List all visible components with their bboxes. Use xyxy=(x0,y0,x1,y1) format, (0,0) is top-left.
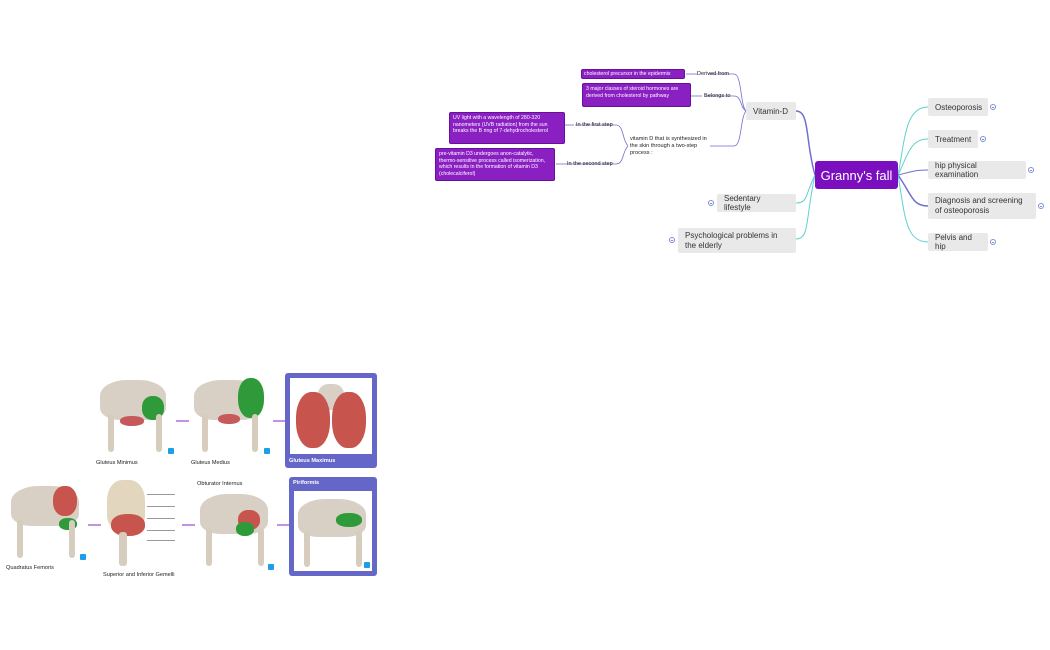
muscle-highlight xyxy=(236,522,254,536)
topic-pelvis-hip[interactable]: Pelvis and hip xyxy=(928,233,988,251)
expand-hip-exam-icon[interactable] xyxy=(1028,167,1034,173)
gluteus-maximus-image xyxy=(290,378,372,454)
caption-gemelli: Superior and Inferior Gemelli xyxy=(103,572,175,578)
card-title-piriformis: Piriformis xyxy=(293,480,320,486)
card-gluteus-minimus[interactable] xyxy=(94,374,174,456)
topic-sedentary[interactable]: Sedentary lifestyle xyxy=(717,194,796,212)
link-treatment xyxy=(897,138,929,176)
topic-diagnosis[interactable]: Diagnosis and screening of osteoporosis xyxy=(928,193,1036,219)
image-badge-icon xyxy=(168,448,174,454)
detail-derived-from[interactable]: cholesterol precursor in the epidermis xyxy=(581,69,685,79)
card-piriformis[interactable]: Piriformis xyxy=(289,477,377,576)
detail-second-step[interactable]: pre-vitamin D3 undergoes anon-catalytic,… xyxy=(435,148,555,181)
card-gemelli[interactable] xyxy=(101,478,181,568)
image-badge-icon xyxy=(264,448,270,454)
card-title-gluteus-maximus: Gluteus Maximus xyxy=(289,458,336,464)
caption-obturator-internus: Obturator Internus xyxy=(197,481,243,487)
label-first-step[interactable]: In the first step xyxy=(576,122,613,128)
expand-diagnosis-icon[interactable] xyxy=(1038,203,1044,209)
topic-osteoporosis[interactable]: Osteoporosis xyxy=(928,98,988,116)
detail-first-step[interactable]: UV light with a wavelength of 280-320 na… xyxy=(449,112,565,144)
expand-osteoporosis-icon[interactable] xyxy=(990,104,996,110)
label-second-step[interactable]: In the second step xyxy=(567,161,613,167)
topic-vitamin-d[interactable]: Vitamin-D xyxy=(746,102,796,120)
caption-quadratus-femoris: Quadratus Femoris xyxy=(6,565,54,571)
image-badge-icon xyxy=(364,562,370,568)
link-osteoporosis xyxy=(897,106,929,176)
caption-gluteus-minimus: Gluteus Minimus xyxy=(96,460,138,466)
card-obturator-internus[interactable] xyxy=(196,488,276,572)
topic-treatment[interactable]: Treatment xyxy=(928,130,978,148)
label-derived-from[interactable]: Derived from xyxy=(697,71,730,77)
expand-sedentary-icon[interactable] xyxy=(708,200,714,206)
link-hip-exam xyxy=(897,169,929,176)
expand-treatment-icon[interactable] xyxy=(980,136,986,142)
image-badge-icon xyxy=(80,554,86,560)
link-sedentary xyxy=(795,174,816,204)
caption-gluteus-medius: Gluteus Medius xyxy=(191,460,230,466)
expand-psych-icon[interactable] xyxy=(669,237,675,243)
card-gluteus-maximus[interactable]: Gluteus Maximus xyxy=(285,373,377,468)
link-psych xyxy=(795,174,816,240)
link-pelvis xyxy=(897,174,929,243)
card-quadratus-femoris[interactable] xyxy=(7,480,87,562)
topic-psychological[interactable]: Psychological problems in the elderly xyxy=(678,228,796,253)
label-belongs-to[interactable]: Belongs to xyxy=(704,93,731,99)
image-badge-icon xyxy=(268,564,274,570)
detail-belongs-to[interactable]: 3 major classes of steroid hormones are … xyxy=(582,83,691,107)
card-gluteus-medius[interactable] xyxy=(190,374,272,456)
link-vitamin-d xyxy=(795,110,816,176)
link-diagnosis xyxy=(897,174,929,207)
topic-hip-exam[interactable]: hip physical examination xyxy=(928,161,1026,179)
label-two-step-synthesis[interactable]: vitamin D that is synthesized in the ski… xyxy=(630,136,707,156)
central-topic[interactable]: Granny's fall xyxy=(815,161,898,189)
expand-pelvis-icon[interactable] xyxy=(990,239,996,245)
muscle-highlight xyxy=(238,378,264,418)
piriformis-image xyxy=(294,491,372,571)
